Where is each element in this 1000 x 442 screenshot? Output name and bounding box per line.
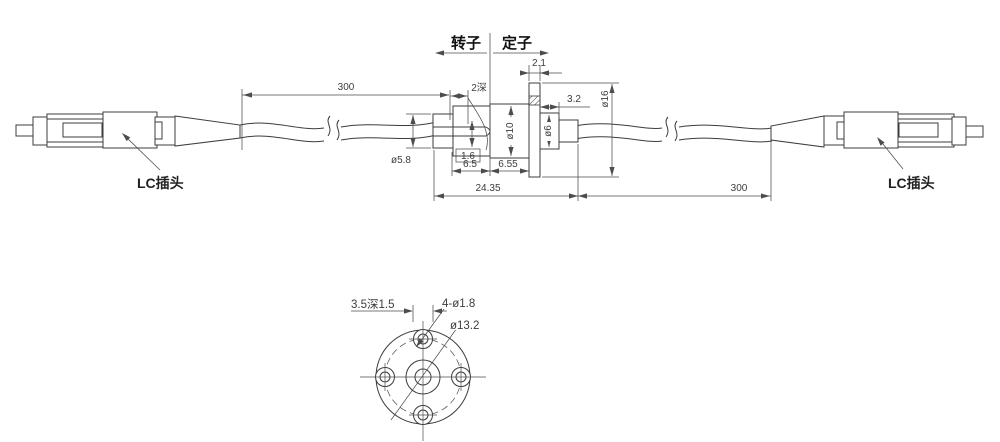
stator-label: 定子: [502, 34, 532, 52]
cable-right: [574, 116, 773, 143]
rotor-step-block: [452, 105, 491, 157]
connector-back-housing: [951, 116, 967, 146]
dim-text: 1.6: [461, 151, 475, 162]
dim-body-diameter: ø10: [504, 106, 517, 156]
dim-text: 300: [338, 82, 355, 93]
ferrule-tip: [15, 124, 34, 137]
dim-section-lengths: 6.5 6.55: [451, 152, 529, 176]
dim-text: 24.35: [475, 183, 500, 194]
dim-text: ø6: [543, 125, 554, 137]
dim-text: 3.5深1.5: [351, 297, 394, 311]
dim-total-and-cable-right: 24.35 300: [433, 140, 772, 201]
dim-text: ø10: [505, 122, 516, 140]
dim-rotor-shaft-diameter: ø5.8: [391, 113, 431, 166]
dim-text: 2.1: [532, 58, 546, 69]
connector-back-housing: [32, 116, 48, 146]
lc-connector-right: [770, 111, 984, 149]
dim-cable-left: 300: [241, 82, 449, 150]
cable-left: [239, 115, 437, 143]
cable-break-icon: [327, 115, 331, 137]
dim-text: 3.2: [567, 94, 581, 105]
dim-text: ø13.2: [450, 320, 479, 332]
connector-latch: [62, 122, 103, 138]
ferrule-tip: [965, 125, 984, 138]
cable-break-icon: [674, 120, 678, 142]
connector-callout-left: LC插头: [120, 131, 184, 191]
stator-end-block: [558, 119, 579, 143]
connector-collar: [154, 116, 176, 146]
dim-step: 1.6: [455, 121, 481, 163]
connector-label-right: LC插头: [888, 175, 935, 191]
dim-flange-diameter: ø16: [542, 82, 619, 178]
callout-holes: 4-ø1.8: [413, 298, 475, 349]
arrow-right-icon: [540, 50, 549, 56]
cable-break-icon: [336, 119, 340, 141]
dim-counterbore: 3.5深1.5: [351, 297, 447, 322]
dim-flange-width: 2.1: [520, 58, 562, 81]
rotor-stator-header: 转子 定子: [435, 33, 549, 176]
side-view: 转子 定子 300 2深 2.1: [15, 33, 984, 201]
rotor-label: 转子: [451, 34, 481, 52]
connector-body: [843, 111, 899, 149]
connector-latch: [898, 122, 939, 138]
cable-break-icon: [665, 116, 669, 138]
dim-stator-stub: 3.2: [540, 94, 590, 118]
dim-text: ø16: [600, 90, 611, 108]
arrow-left-icon: [435, 50, 444, 56]
dim-text: 6.5: [463, 159, 477, 170]
dim-bore-depth: 2深: [449, 82, 488, 151]
section-hatch: [528, 95, 541, 106]
connector-collar: [823, 115, 845, 146]
dim-stator-shaft-diameter: ø6: [543, 115, 555, 147]
dim-text: ø5.8: [391, 155, 411, 166]
dim-text: 6.55: [498, 159, 518, 170]
connector-label-left: LC插头: [137, 175, 184, 191]
callout-bolt-circle: ø13.2: [448, 319, 481, 332]
connector-boot: [770, 115, 825, 148]
connector-boot: [174, 115, 241, 147]
dim-text: 4-ø1.8: [442, 298, 475, 310]
connector-callout-right: LC插头: [874, 135, 935, 191]
connector-body: [102, 111, 158, 149]
dim-text: 300: [731, 183, 748, 194]
lc-connector-left: [15, 111, 241, 149]
bolt-circle-leader: [390, 327, 458, 421]
end-view: 3.5深1.5 4-ø1.8 ø13.2: [351, 297, 486, 441]
dim-text: 2深: [471, 82, 487, 94]
